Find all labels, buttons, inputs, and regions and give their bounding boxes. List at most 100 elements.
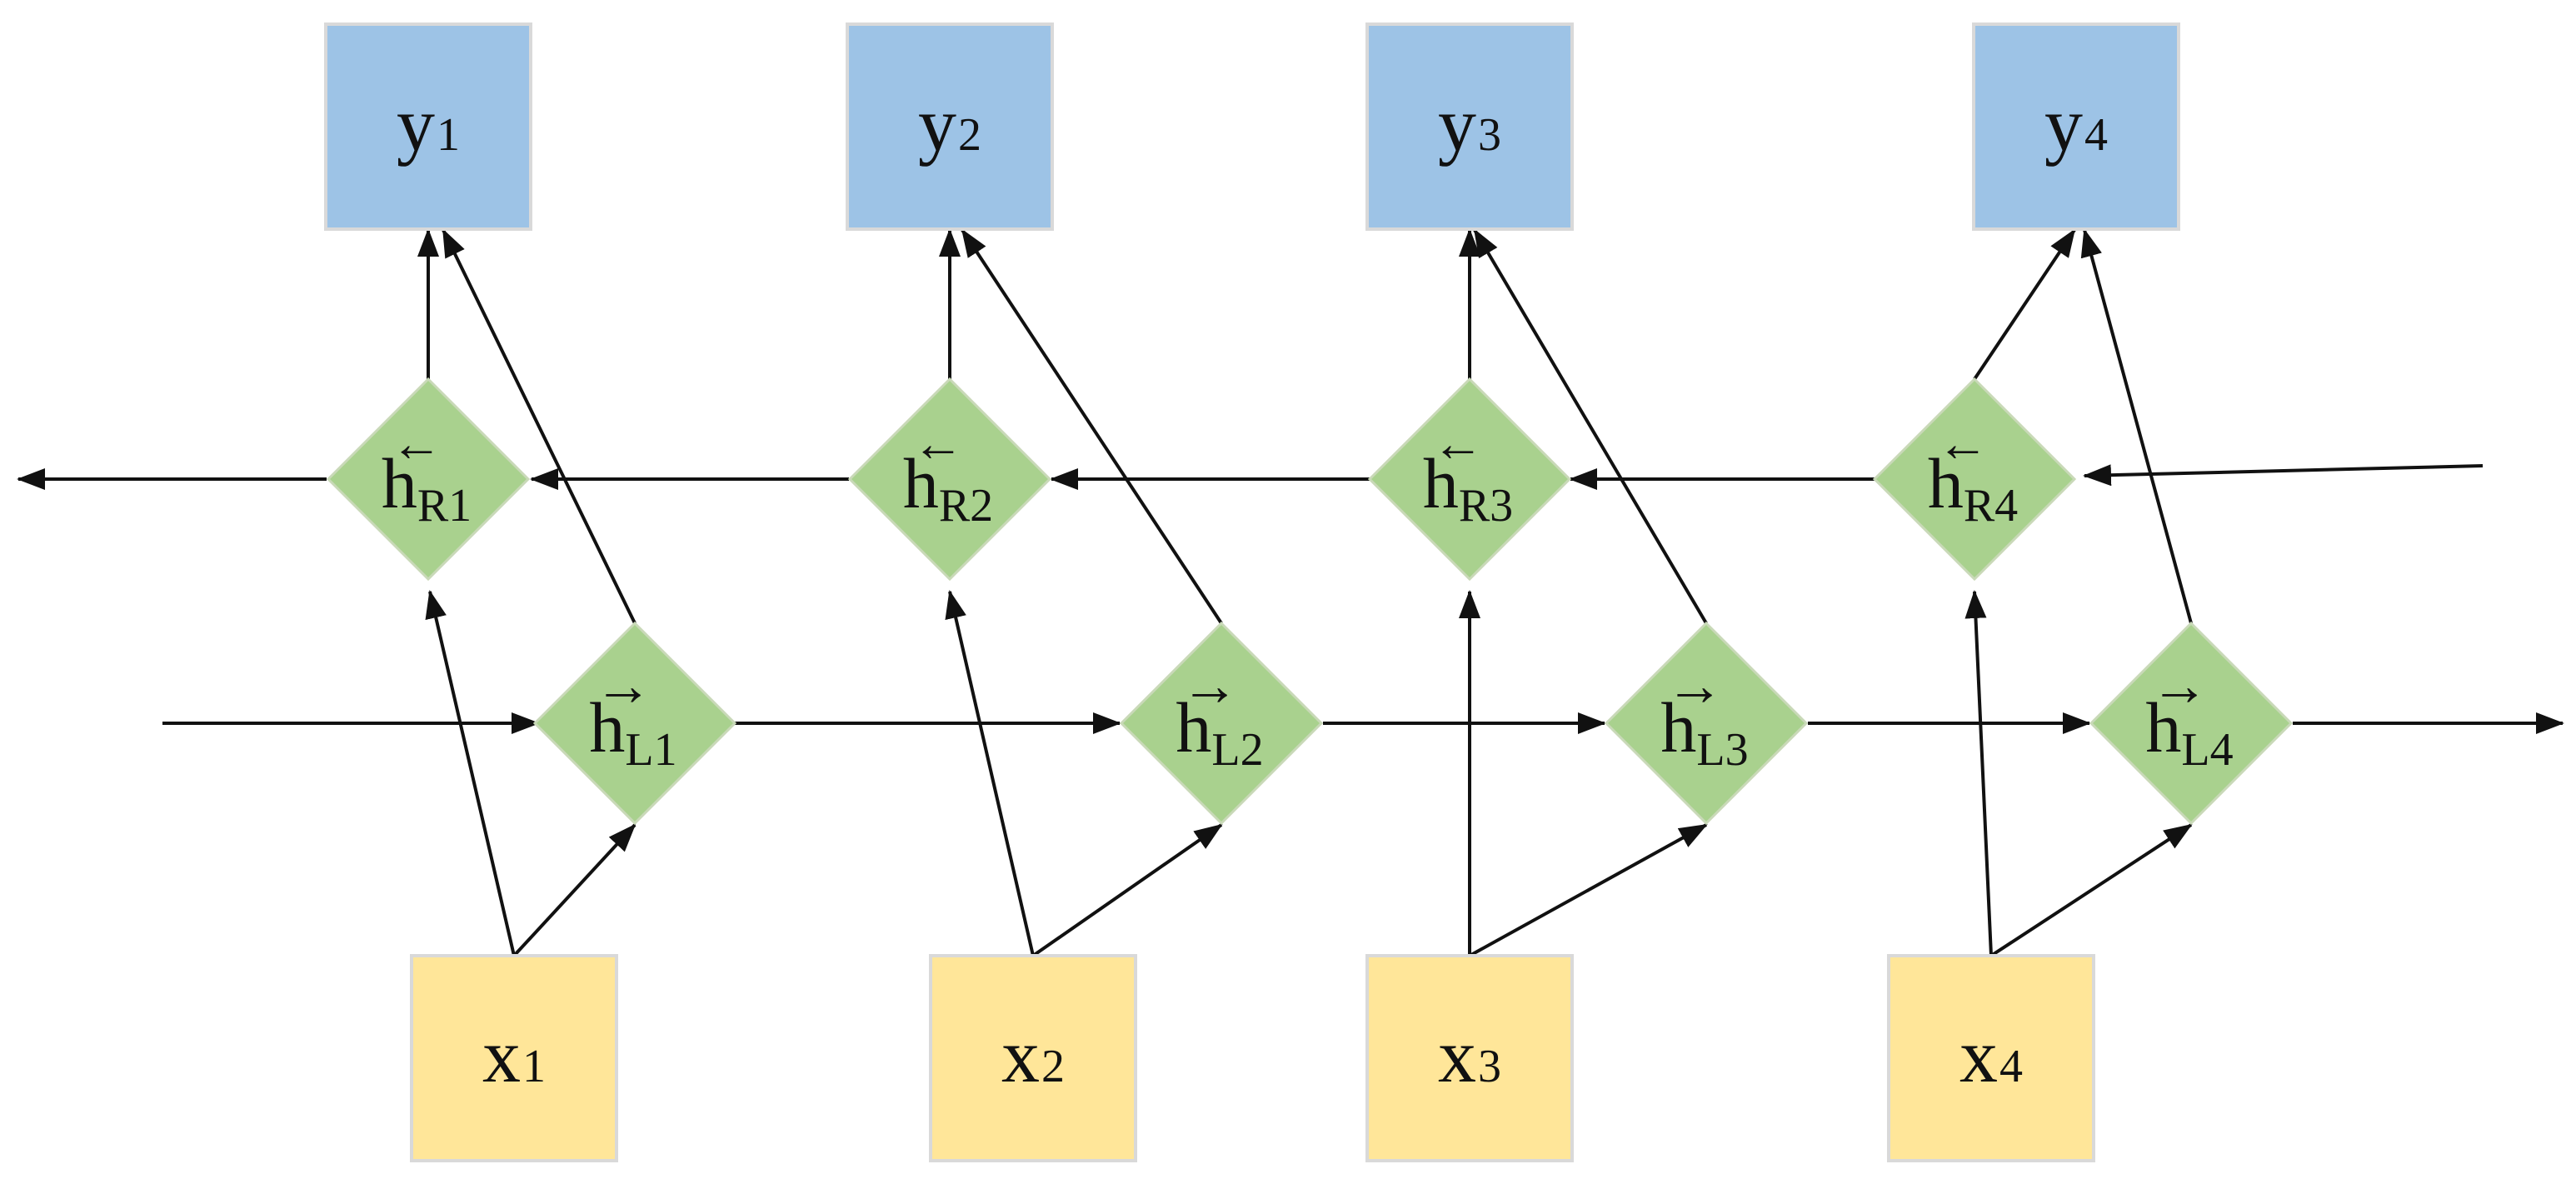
output-node-y3: y3 [1365,22,1574,231]
input-node-x2-label: x2 [1001,1013,1065,1098]
edge-hr4-y4 [1973,228,2076,381]
backward-state-hr4-label: hR4 [1928,443,2018,532]
forward-state-hl2-subscript: L2 [1211,724,1263,776]
input-node-x3-symbol: x [1438,1013,1476,1098]
forward-state-hl1-label: hL1 [589,687,676,776]
output-node-y2: y2 [846,22,1054,231]
output-node-y4-subscript: 4 [2084,109,2108,161]
input-node-x2: x2 [929,954,1137,1162]
input-node-x1-subscript: 1 [522,1041,546,1092]
output-node-y3-label: y3 [1438,82,1501,167]
input-node-x3-label: x3 [1438,1013,1501,1098]
input-node-x4-subscript: 4 [1999,1041,2023,1092]
output-node-y3-box [1365,22,1574,231]
backward-state-hr2: ←hR2 [847,377,1052,582]
edge-x2-hl2 [1031,823,1223,957]
output-node-y3-symbol: y [1438,82,1476,167]
input-node-x2-subscript: 2 [1041,1041,1065,1092]
backward-state-hr4-shape [1872,377,2077,582]
forward-state-hl3-shape [1604,621,1809,826]
forward-state-hl2-shape [1119,621,1324,826]
backward-state-hr2-shape [847,377,1052,582]
output-node-y1-symbol: y [397,82,435,167]
edge-hl1-y1 [442,228,637,624]
forward-state-hl4-subscript: L4 [2181,724,2233,776]
output-node-y4-box [1972,22,2180,231]
input-node-x4-label: x4 [1959,1013,2023,1098]
forward-state-hl2-symbol: h [1176,687,1211,767]
input-node-x4-box [1887,954,2095,1162]
input-node-x3: x3 [1365,954,1574,1162]
edge-x3-hl3 [1469,823,1708,957]
backward-state-hr2-label: hR2 [903,443,993,532]
edge-x2-hr2 [945,590,1035,957]
input-node-x4-symbol: x [1959,1013,1998,1098]
backward-state-hr3-subscript: R3 [1459,480,1513,532]
edge-x4-hr4 [1964,590,1993,957]
forward-state-hl4-label: hL4 [2145,687,2233,776]
backward-state-hr2-subscript: R2 [939,480,993,532]
forward-state-hl2-direction-accent: → [1181,654,1239,718]
edge-hl3-y3 [1473,228,1708,625]
input-node-x3-subscript: 3 [1478,1041,1501,1092]
forward-state-hl2: →hL2 [1119,621,1324,826]
forward-state-hl3-symbol: h [1660,687,1696,767]
backward-state-hr4-subscript: R4 [1964,480,2018,532]
edge-x1-hr1 [425,590,516,957]
output-node-y4-label: y4 [2044,82,2108,167]
forward-state-hl3: →hL3 [1604,621,1809,826]
input-node-x1: x1 [410,954,618,1162]
forward-state-hl1: →hL1 [532,621,737,826]
input-node-x2-box [929,954,1137,1162]
input-node-x1-symbol: x [482,1013,521,1098]
forward-state-hl4: →hL4 [2089,621,2294,826]
backward-state-hr1-symbol: h [382,443,417,523]
output-node-y2-box [846,22,1054,231]
backward-state-hr3-shape [1367,377,1572,582]
edges-layer [17,228,2564,957]
output-node-y2-label: y2 [918,82,981,167]
forward-state-hl3-label: hL3 [1660,687,1748,776]
backward-state-hr1-subscript: R1 [417,480,472,532]
backward-state-hr3: ←hR3 [1367,377,1572,582]
edge-hl2-y2 [961,228,1223,625]
input-node-x1-box [410,954,618,1162]
input-node-x4: x4 [1887,954,2095,1162]
backward-state-hr1-direction-accent: ← [391,416,442,472]
edge-hl4-y4 [2080,228,2193,624]
backward-state-hr3-symbol: h [1423,443,1459,523]
output-node-y2-subscript: 2 [958,109,981,161]
output-node-y1-box [324,22,532,231]
backward-state-hr4-symbol: h [1928,443,1964,523]
forward-state-hl2-label: hL2 [1176,687,1263,776]
edge-x1-hl1 [512,823,637,957]
output-node-y4: y4 [1972,22,2180,231]
edge-x4-hl4 [1989,823,2193,957]
input-node-x2-symbol: x [1001,1013,1040,1098]
forward-state-hl1-symbol: h [589,687,625,767]
forward-state-hl3-subscript: L3 [1696,724,1748,776]
backward-state-hr3-direction-accent: ← [1432,416,1484,472]
forward-state-hl4-symbol: h [2145,687,2181,767]
output-node-y1: y1 [324,22,532,231]
backward-state-hr2-symbol: h [903,443,939,523]
backward-state-hr1-shape [326,377,531,582]
backward-state-hr2-direction-accent: ← [912,416,964,472]
backward-arrow-in [2083,464,2484,487]
forward-state-hl4-shape [2089,621,2294,826]
backward-state-hr1: ←hR1 [326,377,531,582]
output-node-y1-subscript: 1 [437,109,460,161]
backward-state-hr4-direction-accent: ← [1937,416,1989,472]
output-node-y3-subscript: 3 [1478,109,1501,161]
output-node-y4-symbol: y [2044,82,2083,167]
forward-state-hl1-shape [532,621,737,826]
input-node-x3-box [1365,954,1574,1162]
input-node-x1-label: x1 [482,1013,546,1098]
output-node-y2-symbol: y [918,82,956,167]
forward-state-hl4-direction-accent: → [2150,654,2209,718]
backward-state-hr3-label: hR3 [1423,443,1513,532]
backward-state-hr4: ←hR4 [1872,377,2077,582]
output-node-y1-label: y1 [397,82,460,167]
